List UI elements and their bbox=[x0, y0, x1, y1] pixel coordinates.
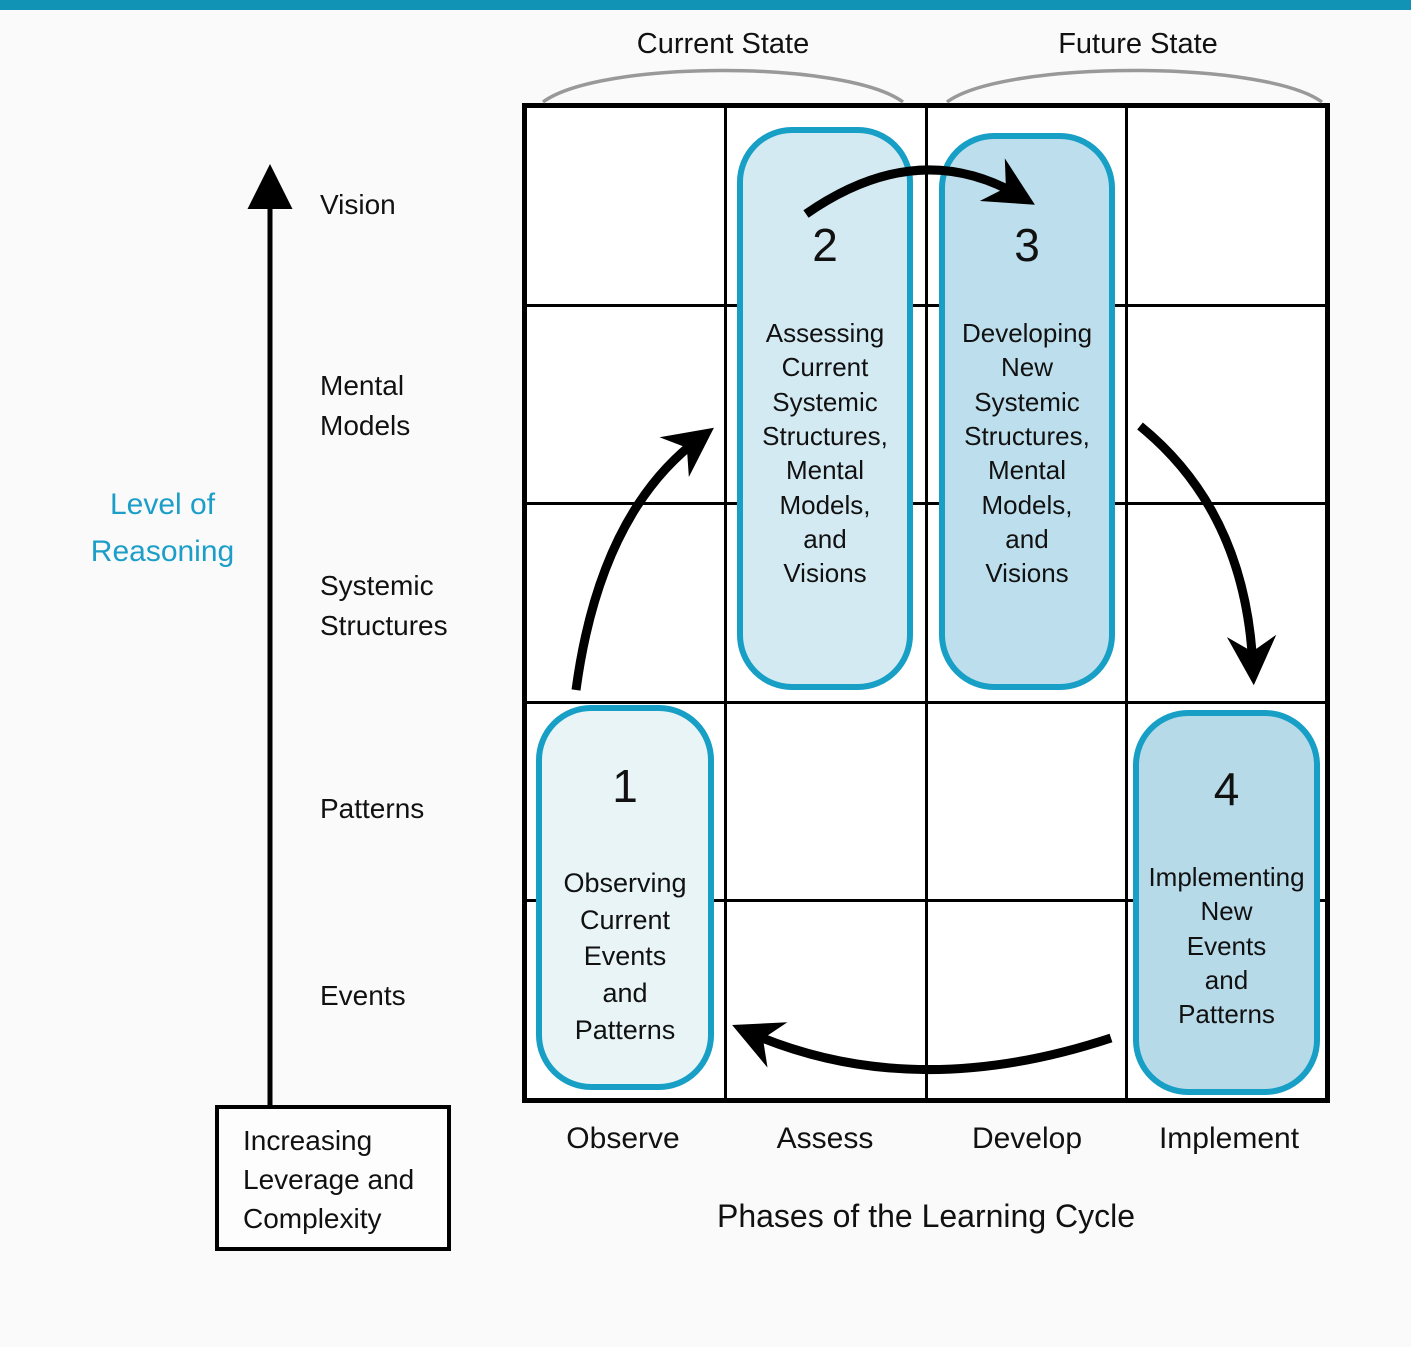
phase-label-develop: Develop bbox=[971, 1122, 1083, 1155]
step-label: Developing New Systemic Structures, Ment… bbox=[961, 318, 1093, 589]
grid-cell bbox=[927, 902, 1125, 1098]
level-label-patterns: Patterns bbox=[320, 793, 425, 824]
y-axis-title: Level of Reasoning bbox=[90, 488, 235, 568]
step-number: 2 bbox=[812, 219, 838, 271]
cycle-box-3-developing: 3 Developing New Systemic Structures, Me… bbox=[939, 133, 1115, 690]
cycle-box-1-observing: 1 Observing Current Events and Patterns bbox=[536, 705, 714, 1090]
grid-cell bbox=[1127, 505, 1325, 701]
level-label-vision: Vision bbox=[320, 189, 396, 220]
current-state-label: Current State bbox=[636, 28, 810, 60]
grid-cell bbox=[727, 902, 925, 1098]
grid-cell bbox=[527, 306, 725, 503]
grid-cell bbox=[527, 108, 725, 304]
step-label: Observing Current Events and Patterns bbox=[563, 868, 687, 1045]
current-state-brace bbox=[541, 68, 905, 104]
phase-label-implement: Implement bbox=[1158, 1122, 1300, 1155]
level-label-mental-models: Mental Models bbox=[320, 370, 411, 441]
phase-label-assess: Assess bbox=[776, 1122, 874, 1155]
grid-cell bbox=[1127, 306, 1325, 503]
grid-cell bbox=[927, 703, 1125, 900]
cycle-box-4-implementing: 4 Implementing New Events and Patterns bbox=[1133, 710, 1320, 1095]
grid-cell bbox=[1127, 108, 1325, 304]
grid-cell bbox=[727, 703, 925, 900]
step-number: 3 bbox=[1014, 219, 1040, 271]
step-label: Implementing New Events and Patterns bbox=[1148, 862, 1305, 1030]
increasing-leverage-box: Increasing Leverage and Complexity bbox=[215, 1105, 451, 1251]
future-state-brace bbox=[945, 68, 1324, 104]
future-state-label: Future State bbox=[1058, 28, 1218, 60]
level-label-systemic-structures: Systemic Structures bbox=[320, 570, 448, 641]
cycle-box-2-assessing: 2 Assessing Current Systemic Structures,… bbox=[737, 127, 913, 690]
level-label-events: Events bbox=[320, 980, 406, 1011]
step-number: 1 bbox=[612, 760, 638, 812]
grid-cell bbox=[527, 505, 725, 701]
step-number: 4 bbox=[1213, 763, 1240, 815]
x-axis-title: Phases of the Learning Cycle bbox=[716, 1198, 1136, 1234]
top-accent-bar bbox=[0, 0, 1411, 10]
phase-label-observe: Observe bbox=[566, 1122, 680, 1155]
step-label: Assessing Current Systemic Structures, M… bbox=[762, 318, 888, 589]
